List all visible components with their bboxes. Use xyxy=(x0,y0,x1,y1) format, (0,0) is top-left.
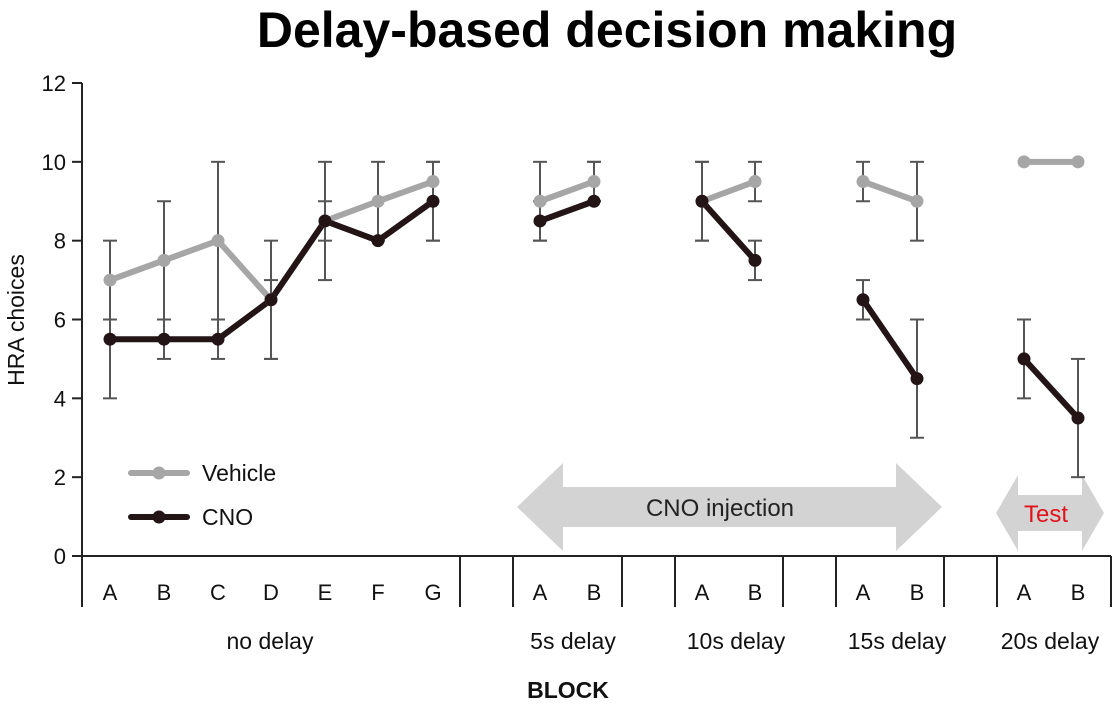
x-group-label: no delay xyxy=(227,628,314,654)
data-point-cno xyxy=(587,194,601,208)
x-tick-label: G xyxy=(424,580,441,605)
data-point-vehicle xyxy=(533,194,547,208)
y-tick-label: 12 xyxy=(42,71,66,96)
x-axis-label: BLOCK xyxy=(527,677,609,703)
x-tick-label: A xyxy=(1017,580,1032,605)
data-point-vehicle xyxy=(426,175,440,189)
x-tick-label: A xyxy=(856,580,871,605)
data-point-vehicle xyxy=(748,175,762,189)
legend-marker-cno xyxy=(152,510,166,524)
series-line-vehicle xyxy=(699,178,758,205)
data-point-cno xyxy=(264,293,278,307)
y-tick-label: 6 xyxy=(54,308,66,333)
data-point-cno xyxy=(910,372,924,386)
data-point-cno xyxy=(103,332,117,346)
error-bars xyxy=(103,160,1085,479)
y-tick-label: 4 xyxy=(54,386,66,411)
series-line-cno xyxy=(1021,355,1081,422)
legend-label-vehicle: Vehicle xyxy=(202,460,276,486)
data-point-vehicle xyxy=(371,194,385,208)
data-point-vehicle xyxy=(1017,155,1031,169)
x-tick-label: A xyxy=(695,580,710,605)
x-tick-label: C xyxy=(210,580,226,605)
x-tick-label: B xyxy=(910,580,925,605)
data-point-vehicle xyxy=(211,234,225,248)
data-point-cno xyxy=(533,214,547,228)
data-point-cno xyxy=(856,293,870,307)
annotation-arrow xyxy=(517,463,942,551)
x-group-label: 10s delay xyxy=(687,628,786,654)
data-point-cno xyxy=(426,194,440,208)
data-point-vehicle xyxy=(910,194,924,208)
data-point-cno xyxy=(1017,352,1031,366)
annotation-label: Test xyxy=(1024,501,1068,528)
data-point-cno xyxy=(695,194,709,208)
axes: 0 2 4 6 8 10 12A B C D E F Gno delay A B 5s delay A B 10s … xyxy=(42,71,1112,654)
series-line-vehicle xyxy=(537,178,597,205)
y-tick-label: 8 xyxy=(54,229,66,254)
data-point-cno xyxy=(371,234,385,248)
series-line-vehicle xyxy=(860,178,920,205)
data-point-vehicle xyxy=(587,175,601,189)
data-point-cno xyxy=(318,214,332,228)
legend-label-cno: CNO xyxy=(202,504,253,530)
x-tick-label: B xyxy=(1071,580,1086,605)
series-line-cno xyxy=(860,296,920,382)
annotation-label: CNO injection xyxy=(646,495,794,522)
y-tick-label: 2 xyxy=(54,465,66,490)
annotations: CNO injection Test xyxy=(517,463,1104,551)
series-line-cno xyxy=(699,198,758,264)
x-tick-label: B xyxy=(157,580,172,605)
x-tick-label: D xyxy=(263,580,279,605)
x-tick-label: E xyxy=(318,580,333,605)
x-tick-label: A xyxy=(103,580,118,605)
series-line-cno xyxy=(537,198,597,224)
data-point-vehicle xyxy=(157,253,171,267)
x-group-label: 15s delay xyxy=(848,628,947,654)
data-point-cno xyxy=(211,332,225,346)
x-tick-label: B xyxy=(587,580,602,605)
x-tick-label: B xyxy=(748,580,763,605)
data-point-cno xyxy=(1071,411,1085,425)
y-axis-label: HRA choices xyxy=(3,254,29,386)
series-points xyxy=(103,155,1085,425)
x-tick-label: F xyxy=(371,580,384,605)
data-point-vehicle xyxy=(1071,155,1085,169)
data-point-cno xyxy=(748,253,762,267)
legend-marker-vehicle xyxy=(152,466,166,480)
chart-title: Delay-based decision making xyxy=(257,2,957,58)
y-tick-label: 10 xyxy=(42,150,66,175)
data-point-vehicle xyxy=(103,273,117,287)
data-point-cno xyxy=(157,332,171,346)
annotation-arrow xyxy=(996,475,1104,551)
x-group-label: 20s delay xyxy=(1001,628,1100,654)
y-tick-label: 0 xyxy=(54,544,66,569)
x-group-label: 5s delay xyxy=(530,628,616,654)
data-point-vehicle xyxy=(856,175,870,189)
x-tick-label: A xyxy=(533,580,548,605)
